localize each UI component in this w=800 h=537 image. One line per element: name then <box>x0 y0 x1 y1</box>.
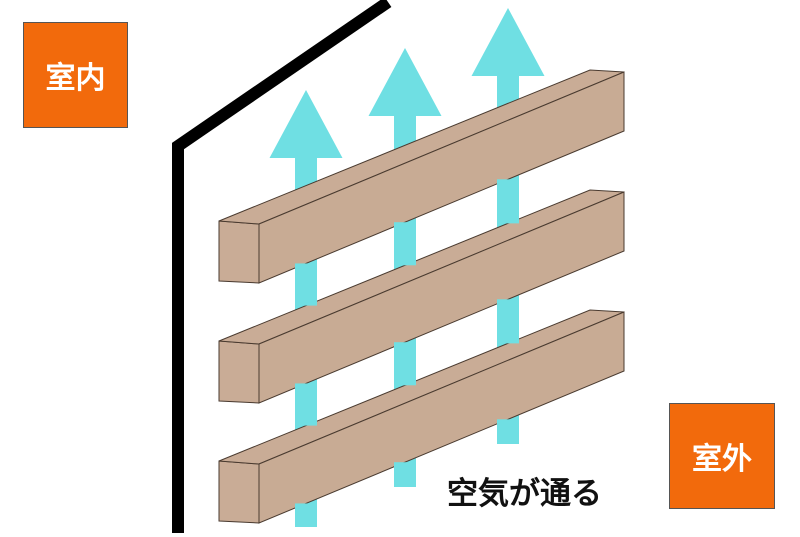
airflow-arrow-shaft-segment <box>394 222 416 266</box>
lumber-slat <box>218 309 625 524</box>
lumber-end-face <box>218 340 260 404</box>
lumber-end-face <box>218 220 260 284</box>
airflow-arrows-front <box>295 179 519 527</box>
airflow-arrow-shaft-segment <box>497 179 519 224</box>
airflow-arrow-shaft-segment <box>497 299 519 344</box>
airflow-arrow-shaft-segment <box>394 462 416 487</box>
airflow-caption: 空気が通る <box>447 476 602 512</box>
airflow-arrow-head <box>471 8 545 76</box>
airflow-arrow-head <box>269 90 343 158</box>
lumber-front-face <box>258 191 625 404</box>
wall-line <box>172 0 392 533</box>
airflow-arrow-shaft-segment <box>394 342 416 386</box>
indoor-label: 室内 <box>23 22 128 128</box>
lumber-group <box>218 69 625 524</box>
lumber-front-face <box>258 311 625 524</box>
lumber-end-face <box>218 460 260 524</box>
indoor-label-text: 室内 <box>45 61 106 96</box>
airflow-arrow-head <box>368 48 442 116</box>
outdoor-label: 室外 <box>669 403 775 509</box>
airflow-arrow-shaft-segment <box>295 503 317 527</box>
lumber-slat <box>218 69 625 284</box>
outdoor-label-text: 室外 <box>692 442 752 477</box>
lumber-front-face <box>258 71 625 284</box>
lumber-slat <box>218 189 625 404</box>
airflow-arrow-shaft-segment <box>295 263 317 306</box>
airflow-arrow-shaft-segment <box>295 383 317 426</box>
airflow-arrow-shaft-segment <box>497 419 519 444</box>
